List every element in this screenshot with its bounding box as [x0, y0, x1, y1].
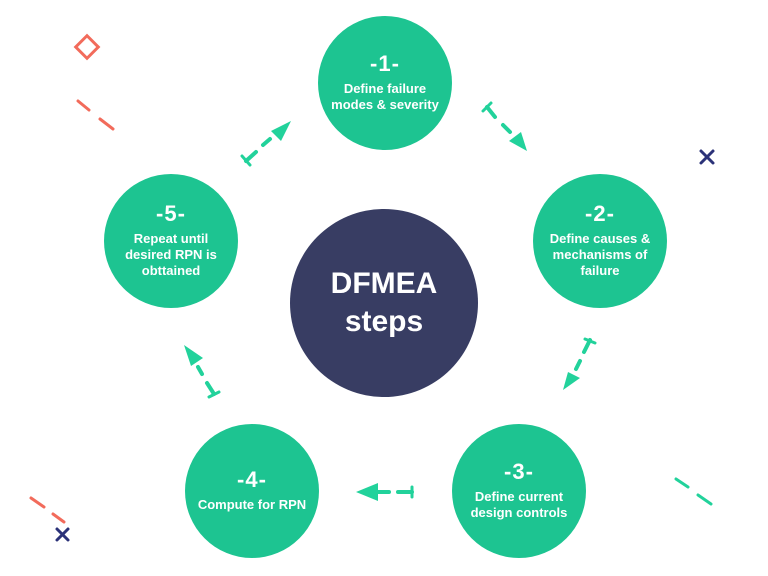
cross-decoration: [699, 149, 715, 165]
step-4-circle: -4- Compute for RPN: [185, 424, 319, 558]
step-2-circle: -2- Define causes & mechanisms of failur…: [533, 174, 667, 308]
step-number: -3-: [504, 459, 534, 484]
cross-decoration: [55, 527, 70, 542]
arrow-step1-to-step2: [481, 101, 527, 151]
step-label: Compute for RPN: [197, 497, 307, 512]
center-title-circle: DFMEA steps: [290, 209, 478, 397]
dashed-line-decoration: [674, 477, 713, 506]
arrow-step2-to-step3: [563, 337, 597, 390]
arrow-step3-to-step4: [356, 483, 414, 501]
step-number: -1-: [370, 51, 400, 76]
step-label: Define failure modes & severity: [331, 81, 439, 112]
step-label: Repeat until desired RPN is obttained: [125, 231, 217, 278]
step-1-circle: -1- Define failure modes & severity: [318, 16, 452, 150]
step-number: -4-: [237, 467, 267, 492]
step-5-circle: -5- Repeat until desired RPN is obttaine…: [104, 174, 238, 308]
step-label: Define causes & mechanisms of failure: [549, 231, 651, 278]
diamond-decoration: [73, 33, 101, 61]
arrow-step4-to-step5: [184, 345, 221, 399]
center-title-line2: steps: [344, 305, 424, 338]
step-number: -5-: [156, 201, 186, 226]
center-title-line1: DFMEA: [330, 267, 438, 300]
dashed-line-decoration: [76, 99, 115, 131]
step-3-circle: -3- Define current design controls: [452, 424, 586, 558]
step-number: -2-: [585, 201, 615, 226]
dashed-line-decoration: [29, 496, 66, 524]
arrow-step5-to-step1: [240, 121, 291, 167]
step-label: Define current design controls: [470, 489, 568, 520]
